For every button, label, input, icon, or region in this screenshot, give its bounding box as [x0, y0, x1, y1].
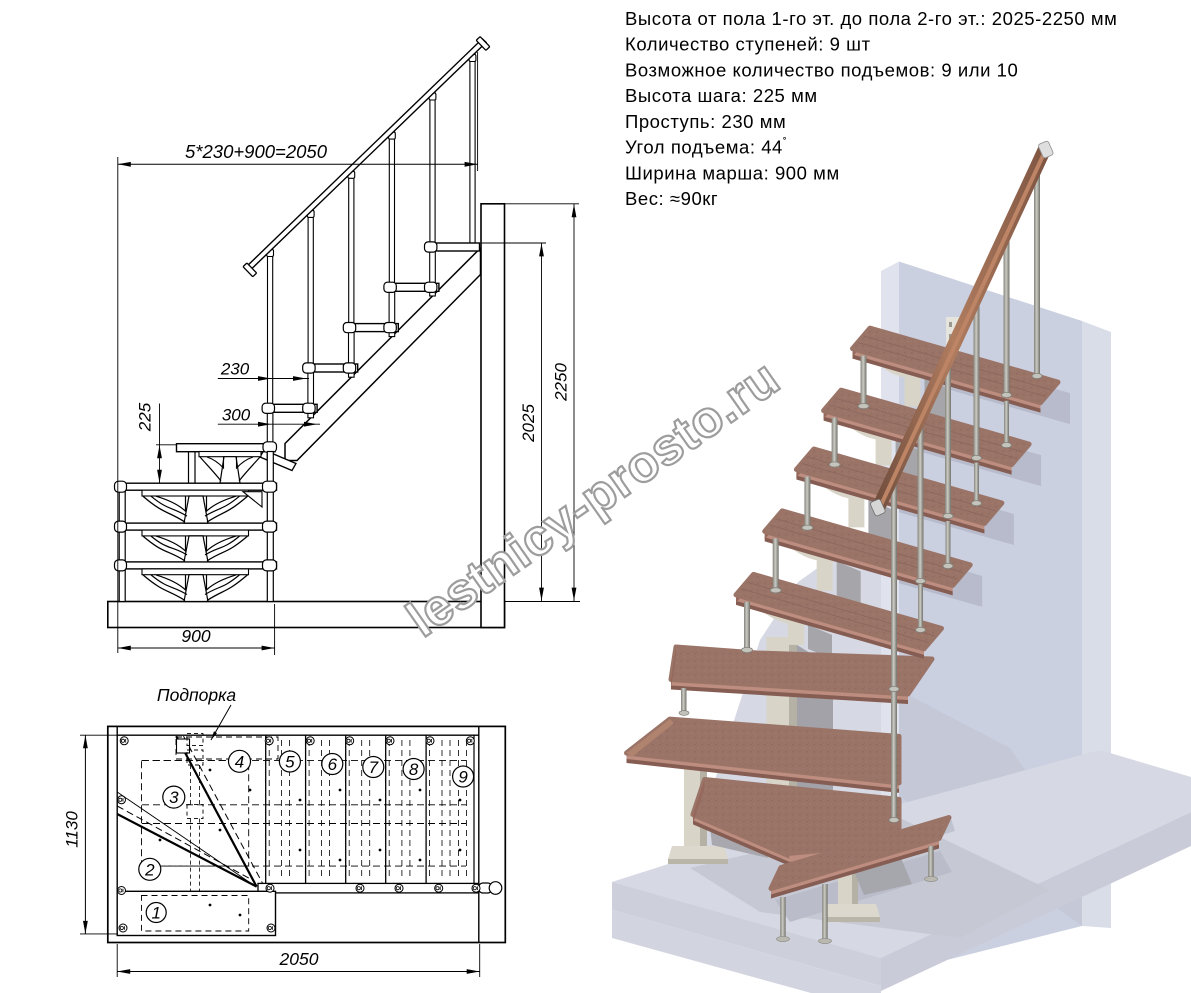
svg-text:Количество ступеней: 9 шт: Количество ступеней: 9 шт — [625, 34, 871, 55]
svg-text:3: 3 — [169, 788, 179, 807]
svg-text:Угол подъема: 44˚: Угол подъема: 44˚ — [625, 136, 787, 158]
svg-text:900: 900 — [181, 626, 210, 646]
svg-text:300: 300 — [222, 406, 251, 425]
svg-text:2050: 2050 — [279, 949, 319, 969]
svg-text:Подпорка: Подпорка — [157, 685, 236, 705]
svg-text:1130: 1130 — [63, 811, 82, 848]
svg-text:1: 1 — [151, 904, 160, 923]
svg-text:Высота шага: 225 мм: Высота шага: 225 мм — [625, 85, 818, 106]
svg-text:230: 230 — [220, 360, 250, 379]
svg-text:Возможное количество подъемов:: Возможное количество подъемов: 9 или 10 — [625, 59, 1018, 80]
svg-text:9: 9 — [458, 768, 468, 787]
svg-text:6: 6 — [328, 755, 338, 774]
svg-text:225: 225 — [136, 402, 155, 432]
svg-text:Высота от пола 1-го эт. до пол: Высота от пола 1-го эт. до пола 2-го эт.… — [625, 8, 1117, 29]
svg-text:5: 5 — [285, 753, 295, 772]
svg-text:4: 4 — [235, 752, 244, 771]
svg-text:Вес: ≈90кг: Вес: ≈90кг — [625, 188, 718, 209]
svg-text:8: 8 — [409, 760, 419, 779]
svg-text:2: 2 — [144, 860, 155, 879]
svg-text:7: 7 — [369, 758, 379, 777]
svg-text:2250: 2250 — [552, 363, 571, 402]
svg-text:Проступь: 230 мм: Проступь: 230 мм — [625, 111, 786, 132]
svg-text:Ширина марша: 900 мм: Ширина марша: 900 мм — [625, 162, 840, 183]
svg-text:5*230+900=2050: 5*230+900=2050 — [185, 141, 328, 162]
svg-text:2025: 2025 — [519, 404, 538, 443]
